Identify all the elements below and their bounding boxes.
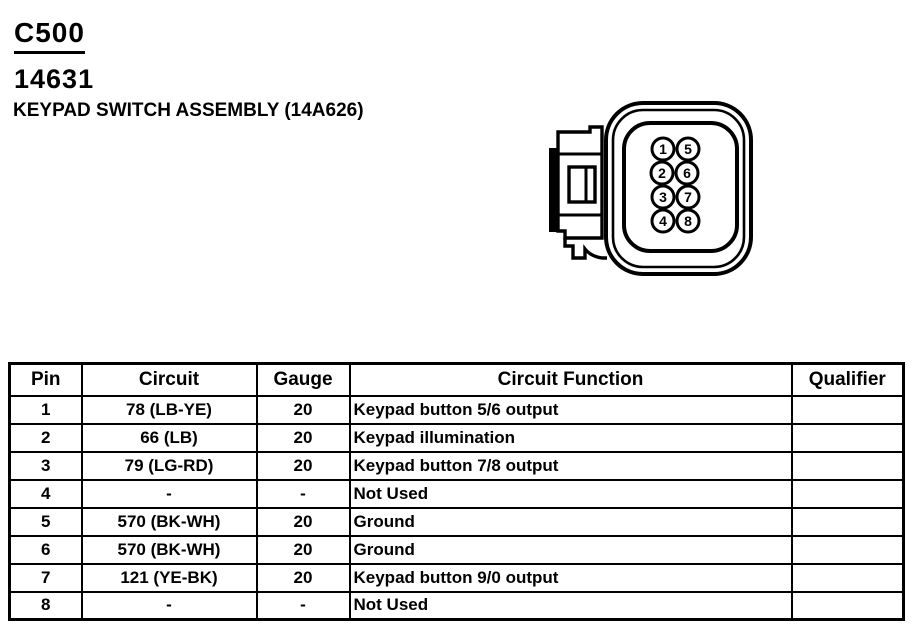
connector-id-heading: C500 [14,17,85,54]
pinout-table: Pin Circuit Gauge Circuit Function Quali… [8,362,905,621]
pin-label-1: 1 [659,141,667,157]
gauge-cell: - [255,590,351,621]
pin-label-8: 8 [684,213,692,229]
pin-circle-5 [675,136,701,162]
qualifier-cell [790,478,905,509]
pinout-row-7: 7 121 (YE-BK) 20 Keypad button 9/0 outpu… [8,562,905,593]
pinout-row-4: 4 - - Not Used [8,478,905,509]
connector-body-inner-outline [611,108,746,269]
qualifier-cell [790,590,905,621]
qualifier-cell [790,450,905,481]
pinout-header-row: Pin Circuit Gauge Circuit Function Quali… [8,362,905,397]
gauge-cell: - [255,478,351,509]
latch-bottom-hook [563,238,607,260]
pin-circle-2 [649,160,675,186]
part-number-heading: 14631 [14,64,95,94]
pin-label-7: 7 [684,189,692,205]
pin-label-2: 2 [658,165,666,181]
gauge-cell: 20 [255,506,351,537]
circuit-cell: 78 (LB-YE) [80,394,258,425]
function-cell: Ground [348,506,793,537]
pin-label-6: 6 [683,165,691,181]
pinout-row-5: 5 570 (BK-WH) 20 Ground [8,506,905,537]
pin-cell: 4 [8,478,83,509]
qualifier-cell [790,562,905,593]
col-header-circuit-function: Circuit Function [348,362,793,397]
pin-label-5: 5 [684,141,692,157]
function-cell: Keypad button 9/0 output [348,562,793,593]
circuit-cell: 121 (YE-BK) [80,562,258,593]
col-header-pin: Pin [8,362,83,397]
pinout-row-2: 2 66 (LB) 20 Keypad illumination [8,422,905,453]
col-header-qualifier: Qualifier [790,362,905,397]
qualifier-cell [790,394,905,425]
gauge-cell: 20 [255,534,351,565]
connector-cavity-outline [622,121,739,253]
pin-cell: 1 [8,394,83,425]
col-header-gauge: Gauge [255,362,351,397]
pin-cell: 7 [8,562,83,593]
pin-circle-4 [650,208,676,234]
pin-circle-1 [650,136,676,162]
part-name-label: KEYPAD SWITCH ASSEMBLY (14A626) [13,100,364,121]
function-cell: Ground [348,534,793,565]
circuit-cell: 570 (BK-WH) [80,534,258,565]
pin-circle-7 [675,184,701,210]
pin-cell: 5 [8,506,83,537]
connector-face-diagram: 1 5 2 6 3 7 4 8 [549,101,753,276]
pinout-row-3: 3 79 (LG-RD) 20 Keypad button 7/8 output [8,450,905,481]
circuit-cell: 66 (LB) [80,422,258,453]
connector-body-outline [604,101,753,276]
function-cell: Keypad button 7/8 output [348,450,793,481]
pin-grid: 1 5 2 6 3 7 4 8 [649,136,701,234]
function-cell: Keypad illumination [348,422,793,453]
qualifier-cell [790,534,905,565]
circuit-cell: 79 (LG-RD) [80,450,258,481]
function-cell: Keypad button 5/6 output [348,394,793,425]
pin-cell: 3 [8,450,83,481]
col-header-circuit: Circuit [80,362,258,397]
circuit-cell: 570 (BK-WH) [80,506,258,537]
gauge-cell: 20 [255,394,351,425]
gauge-cell: 20 [255,562,351,593]
pin-label-3: 3 [659,189,667,205]
pin-cell: 8 [8,590,83,621]
pin-circle-8 [675,208,701,234]
function-cell: Not Used [348,478,793,509]
pin-cell: 2 [8,422,83,453]
gauge-cell: 20 [255,450,351,481]
pin-cell: 6 [8,534,83,565]
gauge-cell: 20 [255,422,351,453]
pin-circle-3 [650,184,676,210]
latch-black-strip [549,148,558,232]
pin-label-4: 4 [659,213,667,229]
function-cell: Not Used [348,590,793,621]
latch-tab [567,165,597,204]
pinout-row-6: 6 570 (BK-WH) 20 Ground [8,534,905,565]
qualifier-cell [790,422,905,453]
pin-circle-6 [674,160,700,186]
pinout-row-8: 8 - - Not Used [8,590,905,621]
circuit-cell: - [80,478,258,509]
circuit-cell: - [80,590,258,621]
pinout-row-1: 1 78 (LB-YE) 20 Keypad button 5/6 output [8,394,905,425]
qualifier-cell [790,506,905,537]
